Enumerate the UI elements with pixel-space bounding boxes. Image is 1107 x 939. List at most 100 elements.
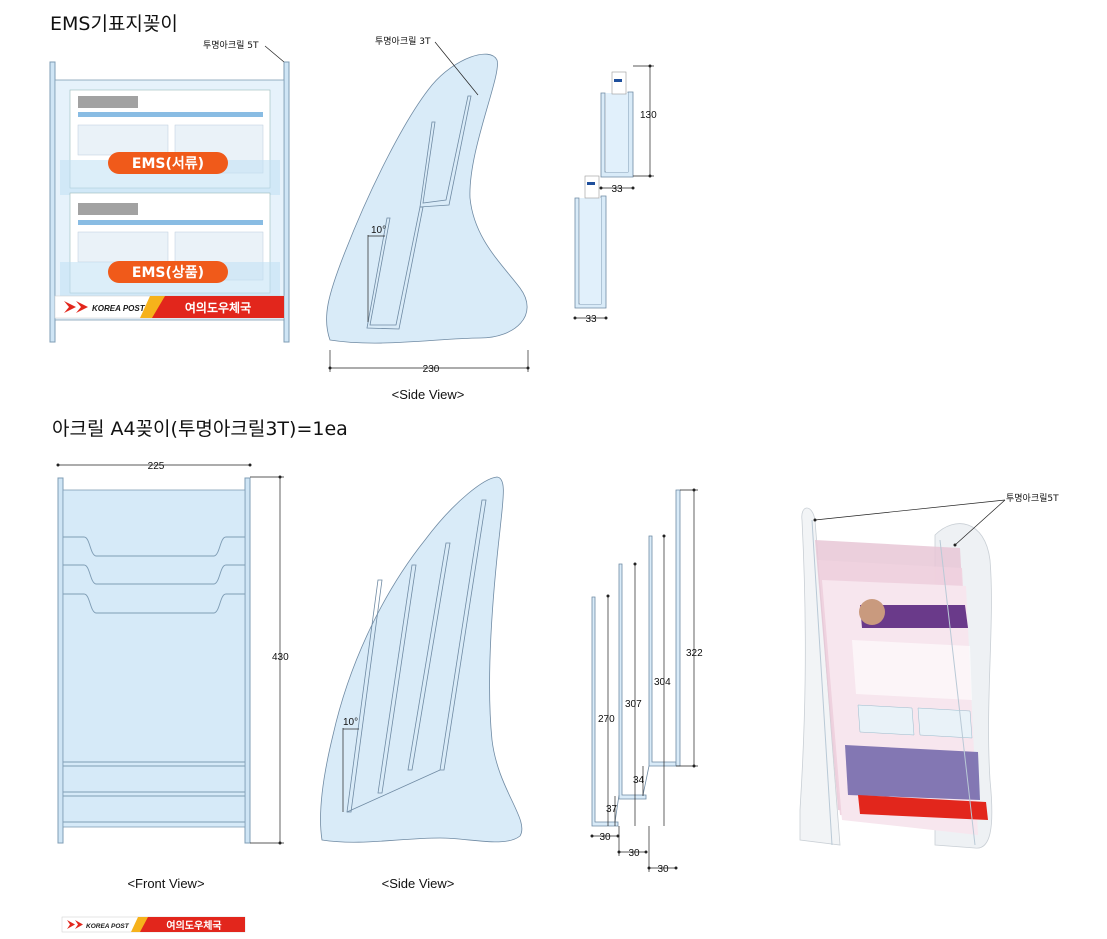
a4-front-pocket-1 — [63, 536, 245, 557]
ems-form-bottom-box — [77, 231, 169, 263]
a4-pocket-step-1 — [614, 794, 620, 823]
ems-label-goods: EMS(상품) — [132, 265, 204, 281]
ems-pocket-upper-card-mark — [614, 79, 622, 82]
ems-pocket-depth-top-dot-left — [599, 186, 603, 190]
footer-banner-name: 여의도우체국 — [166, 919, 221, 932]
ems-front-right-post — [283, 61, 290, 343]
ems-side-angle: 10° — [371, 225, 386, 236]
ems-side-width-dot-right — [526, 366, 530, 370]
a4-pocket-height-4-dot-top — [692, 488, 696, 492]
ems-side-width: 230 — [423, 364, 440, 375]
a4-pocket-height-4-dot-bottom — [692, 764, 696, 768]
ems-pocket-lower-card-mark — [587, 182, 595, 185]
a4-side-view: 10° <Side View> — [320, 476, 523, 891]
ems-front-callout-leader — [264, 45, 285, 63]
a4-pocket-step-2 — [642, 765, 650, 796]
ems-pocket-height: 130 — [640, 110, 657, 121]
a4-pocket-depth-1-dot-left — [590, 834, 594, 838]
ems-pocket-lower-card — [584, 175, 600, 199]
a4-pocket-height-2: 307 — [625, 699, 642, 710]
ems-form-top-box — [77, 124, 169, 156]
ems-label-documents-pill — [108, 152, 228, 174]
a4-pocket-depth-2-dot-left — [617, 850, 621, 854]
ems-pocket-upper — [600, 91, 634, 178]
ems-side-width-dot-left — [328, 366, 332, 370]
a4-pocket-step-b: 34 — [633, 775, 645, 786]
photo-poster-box-1 — [857, 704, 915, 736]
a4-front-width-dot-right — [248, 463, 252, 467]
a4-side-caption: <Side View> — [382, 876, 455, 891]
a4-pocket-2 — [618, 563, 647, 800]
ems-form-bottom-barcode — [78, 203, 138, 215]
a4-pocket-1 — [591, 596, 619, 827]
a4-side-base — [346, 769, 441, 813]
a4-front-height-dot-top — [278, 475, 282, 479]
ems-side-view: 10° 230 <Side View> 투명아크릴 3T — [326, 36, 530, 402]
ems-banner-name: 여의도우체국 — [185, 300, 251, 315]
photo-poster-bottom-band — [845, 745, 980, 800]
photo-poster-copy — [852, 640, 972, 700]
ems-front-banner: KOREA POST 여의도우체국 — [54, 295, 285, 319]
a4-front-left-post — [57, 477, 64, 844]
ems-pocket-height-dot-bottom — [648, 174, 652, 178]
a4-pocket-height-3-dot — [662, 534, 666, 538]
ems-pocket-depth-bottom: 33 — [585, 314, 597, 325]
a4-pocket-height-2-dot — [633, 562, 637, 566]
ems-pocket-lower — [574, 195, 607, 309]
a4-side-panel-3 — [407, 542, 451, 771]
a4-pocket-depth-3: 30 — [657, 864, 669, 875]
a4-side-profile — [320, 476, 523, 843]
ems-pocket-depth-bottom-dot-left — [573, 316, 577, 320]
a4-side-panel-2 — [377, 564, 417, 794]
a4-front-height-dot-bottom — [278, 841, 282, 845]
photo-acrylic-edges — [811, 519, 976, 846]
ems-form-bottom-stripe — [78, 220, 263, 225]
a4-front-view: 225 430 <Front View> — [56, 461, 289, 891]
ems-banner-red — [152, 296, 284, 318]
photo-poster-box-2 — [917, 707, 973, 739]
ems-side-lower-pocket — [366, 206, 424, 330]
product-photo: 투명아크릴5T — [799, 493, 1059, 849]
a4-pocket-depth-2: 30 — [628, 848, 640, 859]
a4-pocket-depth-3-dot-left — [647, 866, 651, 870]
ems-pocket-depth-top: 33 — [611, 184, 623, 195]
ems-front-callout: 투명아크릴 5T — [203, 40, 259, 51]
ems-pocket-detail: 130 33 33 — [573, 64, 657, 325]
a4-front-width-dot-left — [56, 463, 60, 467]
a4-front-pocket-3 — [63, 593, 245, 614]
ems-front-view: EMS(서류) EMS(상품) KOREA POST 여의도우체국 투명아크릴 … — [49, 40, 290, 343]
ems-form-top-barcode — [78, 96, 138, 108]
footer-banner-logo: KOREA POST — [86, 923, 130, 930]
ems-side-caption: <Side View> — [392, 387, 465, 402]
footer-banner-red — [140, 917, 245, 932]
a4-pocket-depth-3-dot-right — [674, 866, 678, 870]
ems-pocket-upper-card — [611, 71, 627, 95]
ems-pocket-lower-fill — [580, 198, 601, 304]
ems-side-profile — [326, 53, 528, 344]
photo-callout-dot-2 — [953, 543, 957, 547]
ems-pocket-upper-fill — [606, 93, 628, 172]
ems-label-goods-pill — [108, 261, 228, 283]
photo-poster-red-strip — [858, 795, 988, 820]
a4-side-angle: 10° — [343, 717, 358, 728]
photo-poster-person — [859, 599, 885, 625]
ems-label-documents: EMS(서류) — [132, 156, 204, 172]
a4-front-right-post — [244, 477, 251, 844]
a4-pocket-step-a: 37 — [606, 804, 618, 815]
a4-front-height: 430 — [272, 652, 289, 663]
ems-front-left-post — [49, 61, 56, 343]
a4-front-width: 225 — [148, 461, 165, 472]
photo-callout-leader-1 — [814, 499, 1006, 521]
ems-pocket-height-dot-top — [648, 64, 652, 68]
ems-banner-logo: KOREA POST — [92, 304, 146, 313]
a4-pocket-3 — [648, 535, 677, 767]
ems-pocket-depth-top-dot-right — [631, 186, 635, 190]
ems-side-callout-leader — [434, 41, 479, 96]
title-ems: EMS기표지꽂이 — [50, 13, 178, 35]
footer-korea-post-icon — [67, 920, 83, 929]
ems-pocket-depth-bottom-dot-right — [604, 316, 608, 320]
a4-pocket-height-4: 322 — [686, 648, 703, 659]
photo-poster-headline-bar — [860, 605, 968, 628]
a4-pocket-depth-2-dot-right — [644, 850, 648, 854]
